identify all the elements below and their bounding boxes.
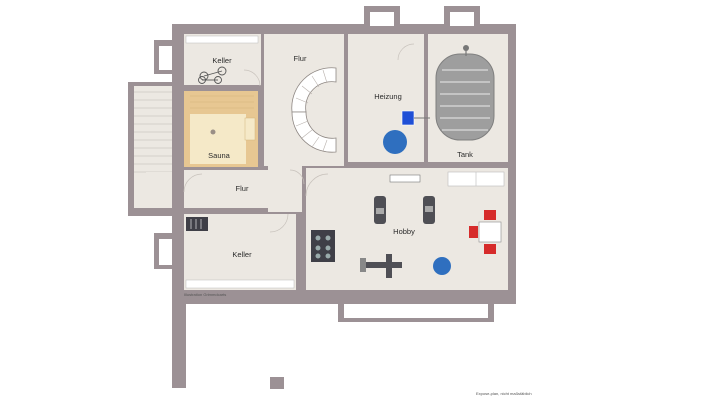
watermark: Illustration Grimmdcarts (184, 292, 226, 297)
room-label-flur-top: Flur (294, 54, 307, 63)
boiler-icon (383, 130, 407, 154)
oil-tank (435, 45, 495, 141)
outside-staircase (134, 86, 172, 208)
exercise-bike-icon (374, 196, 386, 224)
keller-bottom-fixtures (185, 217, 295, 289)
room-label-flur-mid: Flur (236, 184, 249, 193)
plan-disclaimer: Expose-plan, nicht maßstäblich (476, 391, 532, 396)
room-label-heizung: Heizung (374, 92, 402, 101)
door-swings (183, 43, 415, 233)
room-label-hobby: Hobby (393, 227, 415, 236)
hobby-fixtures (389, 171, 505, 187)
spiral-staircase (291, 67, 337, 153)
weight-rack-icon (311, 230, 335, 262)
sauna-stove-icon (210, 129, 216, 135)
heating-boiler (383, 110, 430, 154)
room-label-keller-top: Keller (212, 56, 232, 65)
room-label-keller-bottom: Keller (232, 250, 252, 259)
table-chairs-icon (469, 210, 502, 254)
exercise-bike-2-icon (423, 196, 435, 224)
weight-bench-icon (360, 254, 402, 278)
exercise-ball-icon (433, 257, 451, 275)
sauna (181, 88, 261, 170)
bicycle-icon (198, 66, 227, 84)
room-label-sauna: Sauna (208, 151, 231, 160)
keller-top-fixtures (185, 35, 259, 84)
boiler-control-icon (401, 110, 415, 126)
room-label-tank: Tank (457, 150, 473, 159)
window-wells (159, 12, 488, 318)
